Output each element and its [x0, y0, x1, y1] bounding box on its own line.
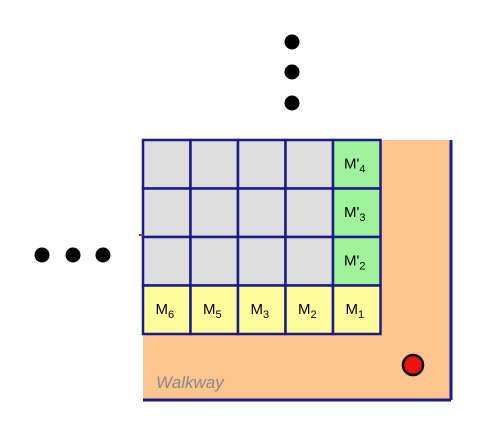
- grid-cell-module: [331, 187, 382, 239]
- module-grid: M'4M'3M'2M6 M5 M3 M2 M1: [141, 138, 382, 336]
- grid-cell-module: [189, 284, 240, 336]
- module-label-mprime2: M'2: [344, 252, 365, 272]
- grid-cell-module: [331, 138, 382, 190]
- walkway-label: Walkway: [156, 373, 225, 392]
- module-label-m5: M5: [203, 301, 222, 321]
- ellipsis-dot: [284, 34, 300, 50]
- red-circle-icon: [401, 353, 425, 377]
- module-label-mprime4: M'4: [344, 155, 365, 175]
- vertical-ellipsis-icon: [284, 34, 300, 111]
- module-label-m1: M1: [345, 301, 364, 321]
- grid-cell-empty: [284, 138, 335, 190]
- module-label-m3: M3: [250, 301, 269, 321]
- ellipsis-dot: [65, 247, 81, 263]
- grid-cell-module: [331, 284, 382, 336]
- grid-cell-empty: [141, 187, 192, 239]
- ellipsis-dot: [284, 64, 300, 80]
- grid-cell-empty: [189, 138, 240, 190]
- module-label-m2: M2: [298, 301, 317, 321]
- grid-cell-empty: [141, 138, 192, 190]
- grid-cell-empty: [189, 187, 240, 239]
- module-label-m6: M6: [155, 301, 174, 321]
- grid-cell-module: [284, 284, 335, 336]
- ellipsis-dot: [95, 247, 111, 263]
- grid-cell-empty: [189, 235, 240, 287]
- grid-cell-empty: [141, 235, 192, 287]
- horizontal-ellipsis-icon: [34, 247, 111, 263]
- grid-cell-empty: [236, 138, 287, 190]
- grid-cell-empty: [284, 187, 335, 239]
- module-label-mprime3: M'3: [344, 204, 365, 224]
- grid-cell-empty: [284, 235, 335, 287]
- ellipsis-dot: [34, 247, 50, 263]
- grid-cell-module: [236, 284, 287, 336]
- grid-cell-empty: [236, 235, 287, 287]
- grid-cell-module: [141, 284, 192, 336]
- grid-cell-empty: [236, 187, 287, 239]
- ellipsis-dot: [284, 95, 300, 111]
